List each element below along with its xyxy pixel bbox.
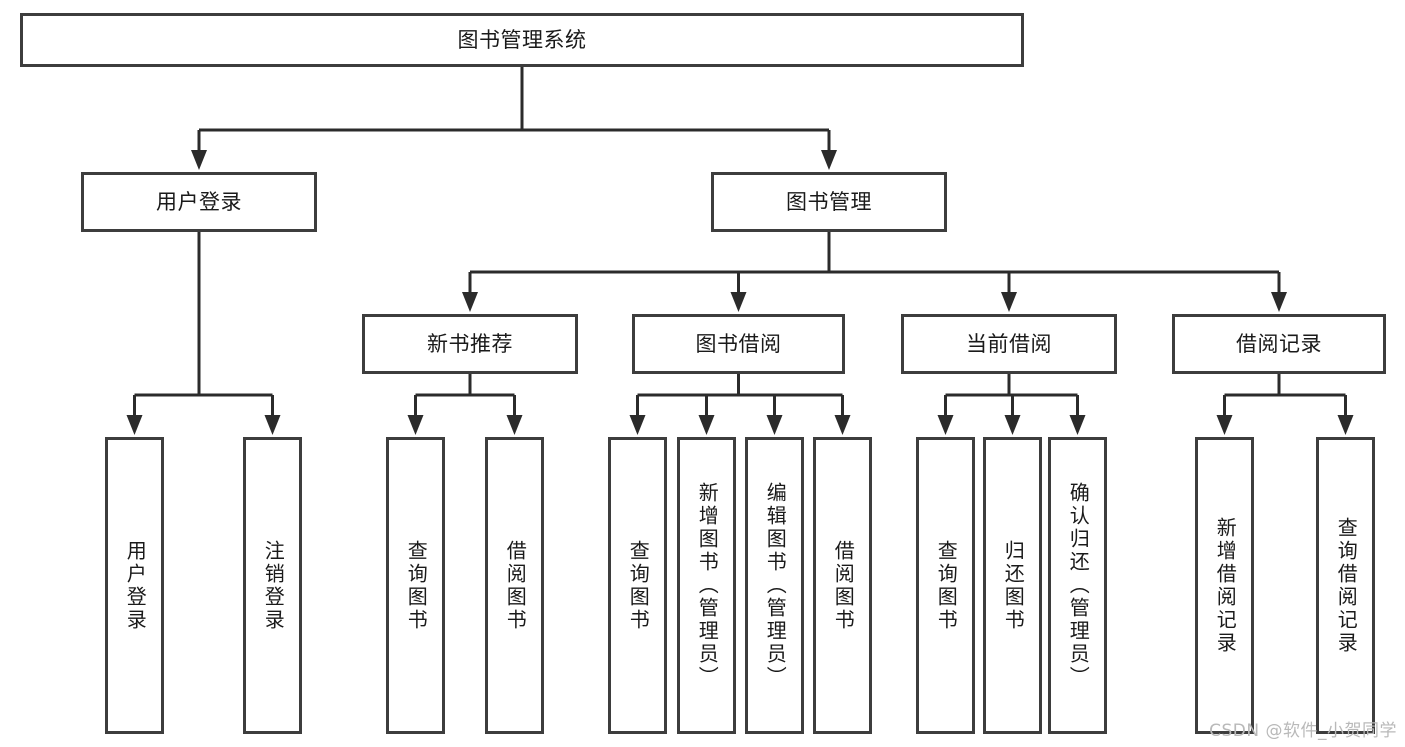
arrow-head-leaf-query-book-current — [937, 415, 954, 435]
arrow-head-current-borrow — [1001, 292, 1017, 312]
node-box-user-login[interactable] — [81, 172, 317, 232]
arrow-head-leaf-user-login — [126, 415, 143, 435]
node-box-leaf-query-book-current[interactable] — [916, 437, 975, 734]
node-box-leaf-add-book[interactable] — [677, 437, 736, 734]
node-box-leaf-borrow-book-recommend[interactable] — [485, 437, 544, 734]
node-box-leaf-return-book[interactable] — [983, 437, 1042, 734]
node-boxes-group — [20, 13, 1386, 734]
node-box-leaf-add-borrow-record[interactable] — [1195, 437, 1254, 734]
node-box-leaf-query-book-borrow[interactable] — [608, 437, 667, 734]
csdn-watermark: CSDN @软件_小贺同学 — [1209, 721, 1397, 741]
arrow-head-leaf-logout — [264, 415, 281, 435]
edges-group — [126, 67, 1354, 435]
arrow-head-book-borrow — [730, 292, 747, 312]
node-box-book-borrow[interactable] — [632, 314, 845, 374]
node-box-leaf-borrow-book[interactable] — [813, 437, 872, 734]
node-box-book-manage[interactable] — [711, 172, 947, 232]
node-box-leaf-user-login[interactable] — [105, 437, 164, 734]
arrow-head-new-book-recommend — [462, 292, 478, 312]
arrow-head-leaf-borrow-book — [834, 415, 851, 435]
arrow-head-leaf-borrow-book-recommend — [506, 415, 523, 435]
arrow-head-leaf-edit-book — [766, 415, 783, 435]
arrow-head-user-login — [191, 150, 207, 170]
node-box-leaf-logout[interactable] — [243, 437, 302, 734]
node-box-new-book-recommend[interactable] — [362, 314, 578, 374]
node-box-leaf-confirm-return[interactable] — [1048, 437, 1107, 734]
node-box-current-borrow[interactable] — [901, 314, 1117, 374]
node-box-leaf-edit-book[interactable] — [745, 437, 804, 734]
arrow-head-leaf-query-borrow-record — [1337, 415, 1354, 435]
arrow-head-leaf-return-book — [1004, 415, 1021, 435]
arrow-head-leaf-add-borrow-record — [1216, 415, 1233, 435]
arrow-head-leaf-confirm-return — [1069, 415, 1086, 435]
node-box-root[interactable] — [20, 13, 1024, 67]
node-box-borrow-record[interactable] — [1172, 314, 1386, 374]
arrow-head-leaf-query-book-borrow — [629, 415, 646, 435]
arrow-head-leaf-add-book — [698, 415, 715, 435]
arrow-head-leaf-query-book-recommend — [407, 415, 424, 435]
node-box-leaf-query-book-recommend[interactable] — [386, 437, 445, 734]
arrow-head-borrow-record — [1271, 292, 1287, 312]
arrow-head-book-manage — [821, 150, 837, 170]
node-box-leaf-query-borrow-record[interactable] — [1316, 437, 1375, 734]
